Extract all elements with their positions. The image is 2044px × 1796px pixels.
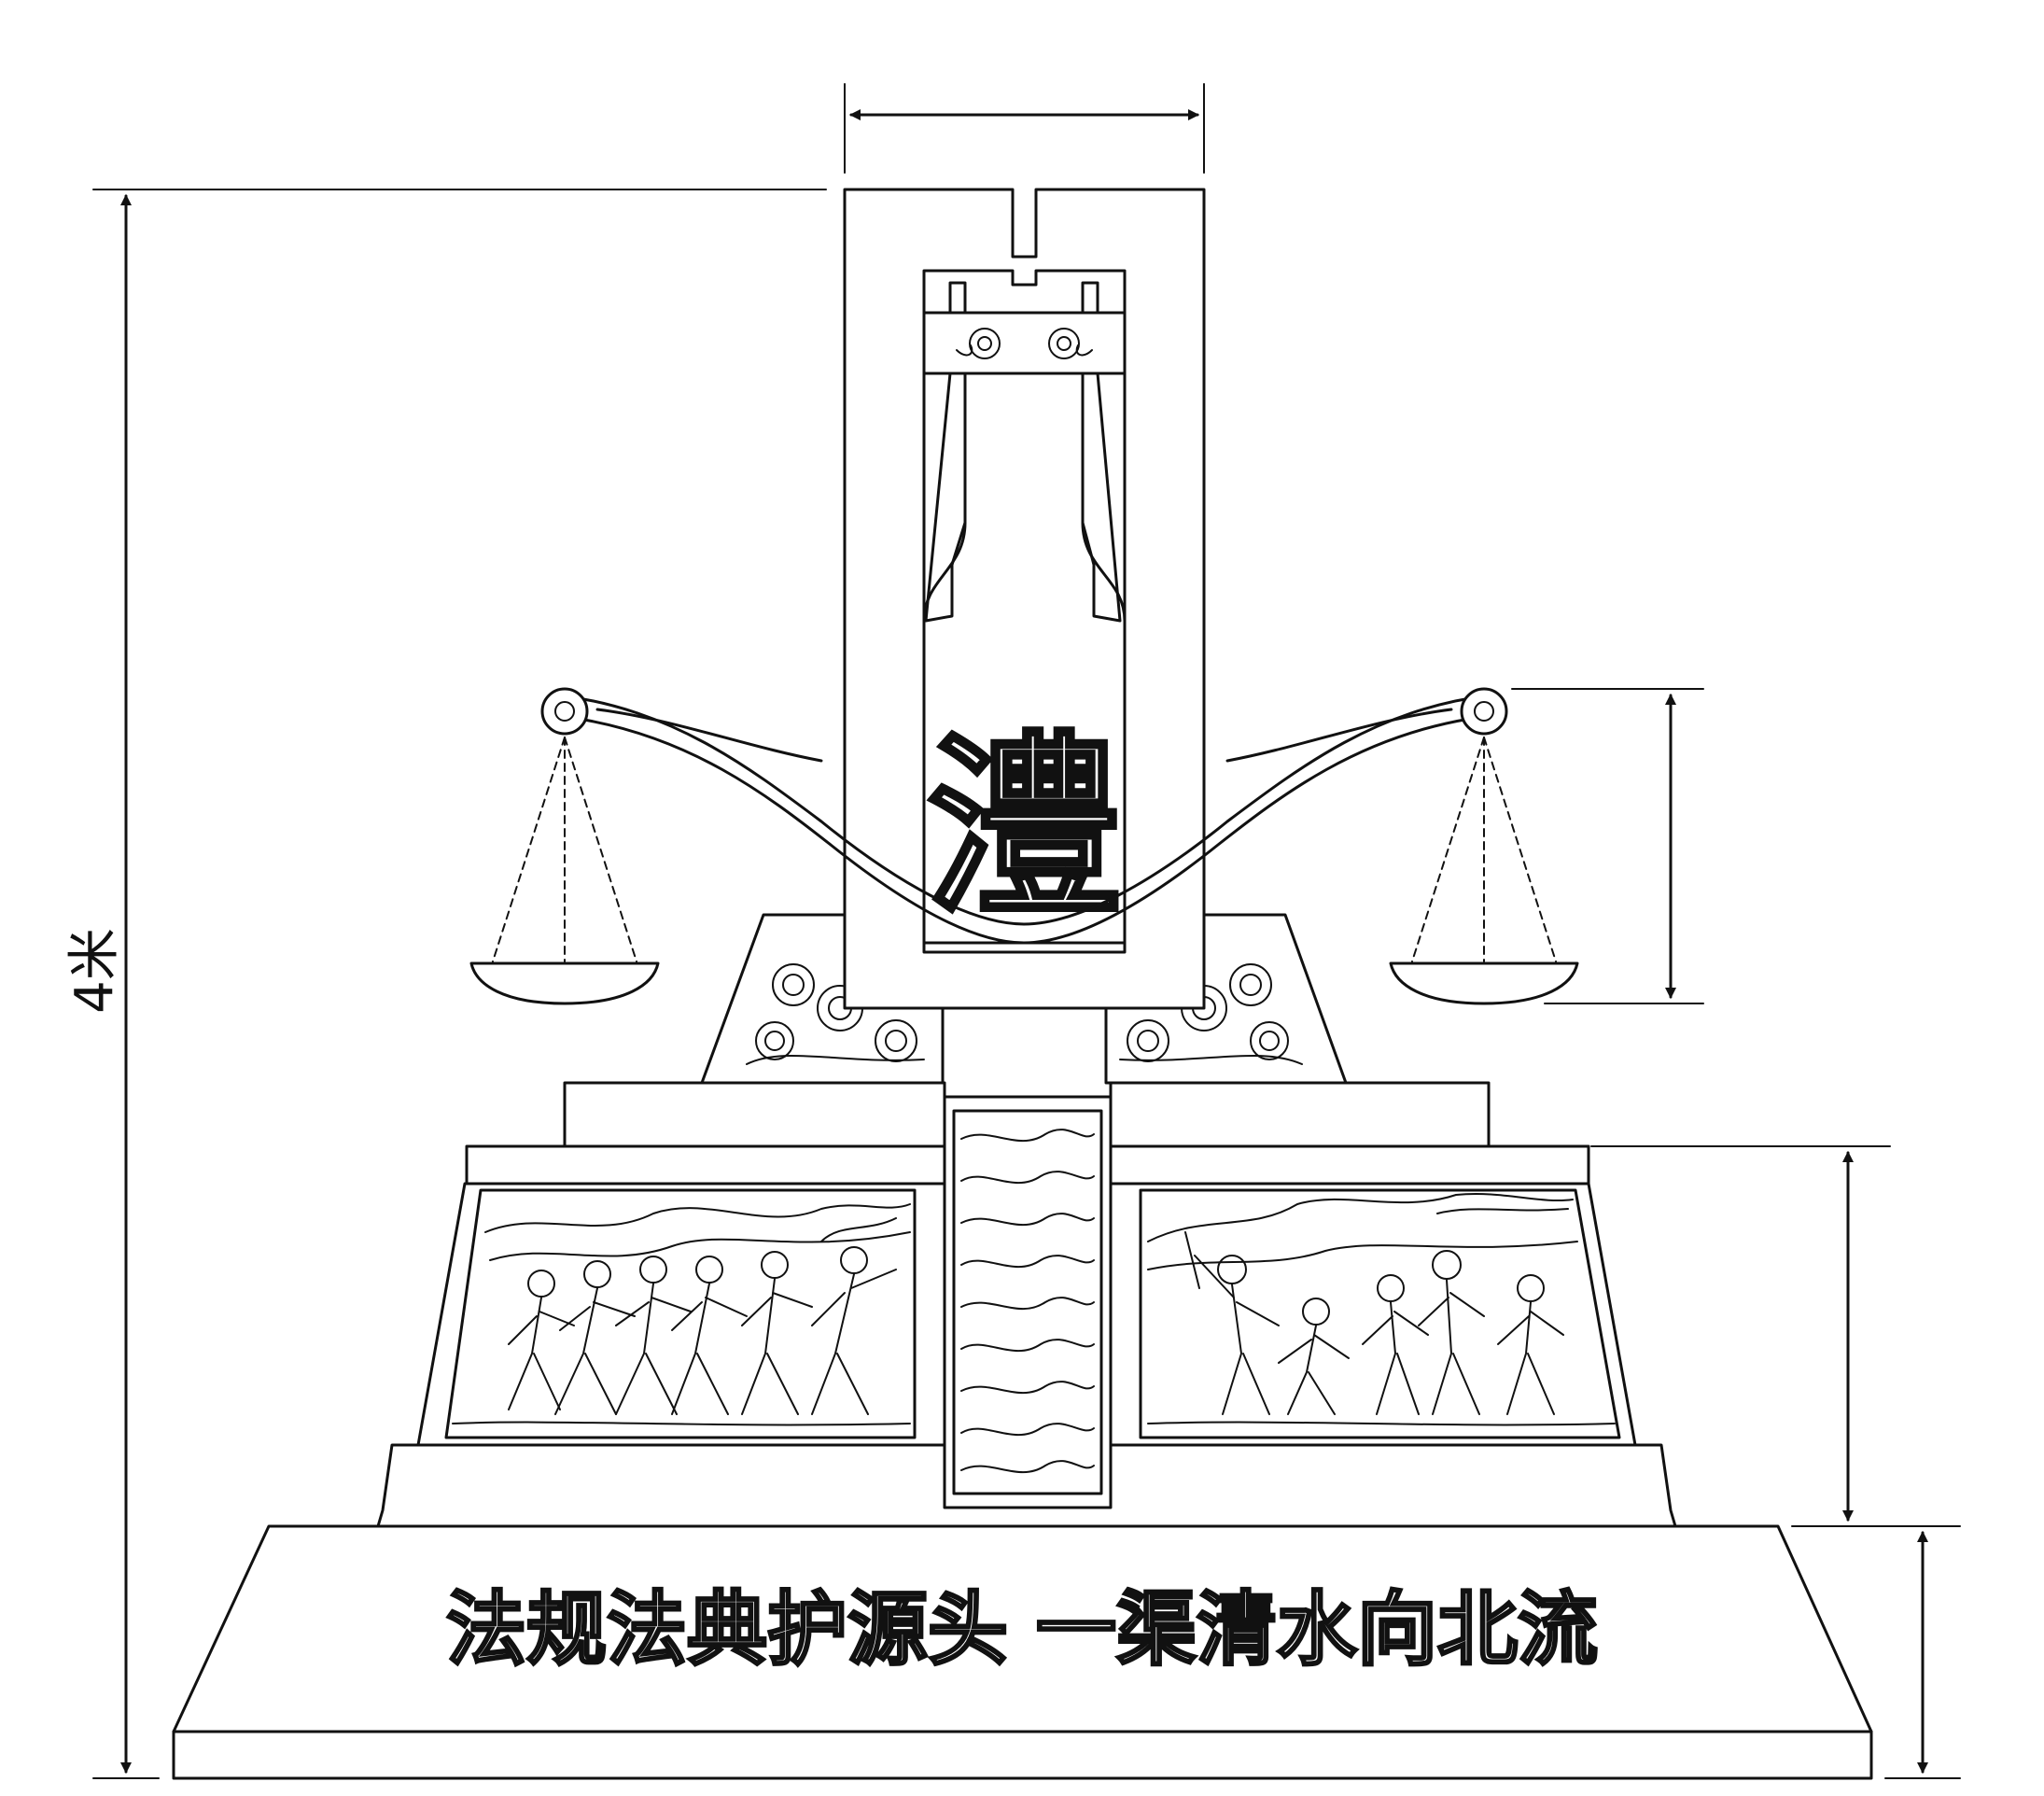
relief-block-left — [416, 1182, 946, 1447]
relief-panel-right — [1139, 1188, 1621, 1439]
beam-arm-left — [595, 708, 823, 763]
beam-lower-curve — [577, 717, 1472, 945]
base-inscription: 法规法典护源头 一渠清水向北流 — [446, 1583, 1598, 1677]
relief-panel-left — [444, 1188, 917, 1439]
central-pillar — [843, 188, 1206, 1010]
beam-arm-right — [1225, 708, 1453, 763]
band-cloud-motifs — [956, 328, 1093, 359]
scale-pan-right-group — [1389, 737, 1579, 1005]
water-waves — [960, 1129, 1095, 1474]
upper-block-left — [563, 1081, 946, 1148]
crest-character: 澧 — [926, 714, 1122, 943]
scale-pan-right — [1389, 961, 1579, 1005]
beam-upper-curve — [558, 694, 1491, 926]
beam-scroll-left — [540, 687, 589, 736]
height-label: 4米 — [64, 928, 125, 1014]
relief-tier — [376, 1081, 1677, 1528]
base-plinth — [172, 1524, 1873, 1780]
upper-block-right — [1109, 1081, 1491, 1148]
tenon-left — [948, 281, 967, 315]
scale-pan-left — [469, 961, 660, 1005]
dimension-lines — [92, 83, 1961, 1779]
relief-cap-left — [465, 1144, 946, 1186]
scale-beam — [540, 687, 1508, 945]
pillar-top-band — [922, 311, 1127, 375]
water-column — [943, 1095, 1113, 1509]
pillar-inner-frame — [922, 269, 1127, 954]
water-panel — [952, 1109, 1103, 1495]
scale-pan-left-group — [469, 737, 660, 1005]
relief-cap-right — [1109, 1144, 1590, 1186]
relief-block-right — [1109, 1182, 1637, 1447]
tenon-right — [1081, 281, 1099, 315]
relief-figures-right — [1147, 1192, 1616, 1426]
chains-right — [1411, 737, 1557, 962]
relief-figures-left — [452, 1203, 911, 1426]
beam-scroll-right — [1460, 687, 1508, 736]
chains-left — [492, 737, 637, 962]
base-slab — [172, 1730, 1873, 1780]
